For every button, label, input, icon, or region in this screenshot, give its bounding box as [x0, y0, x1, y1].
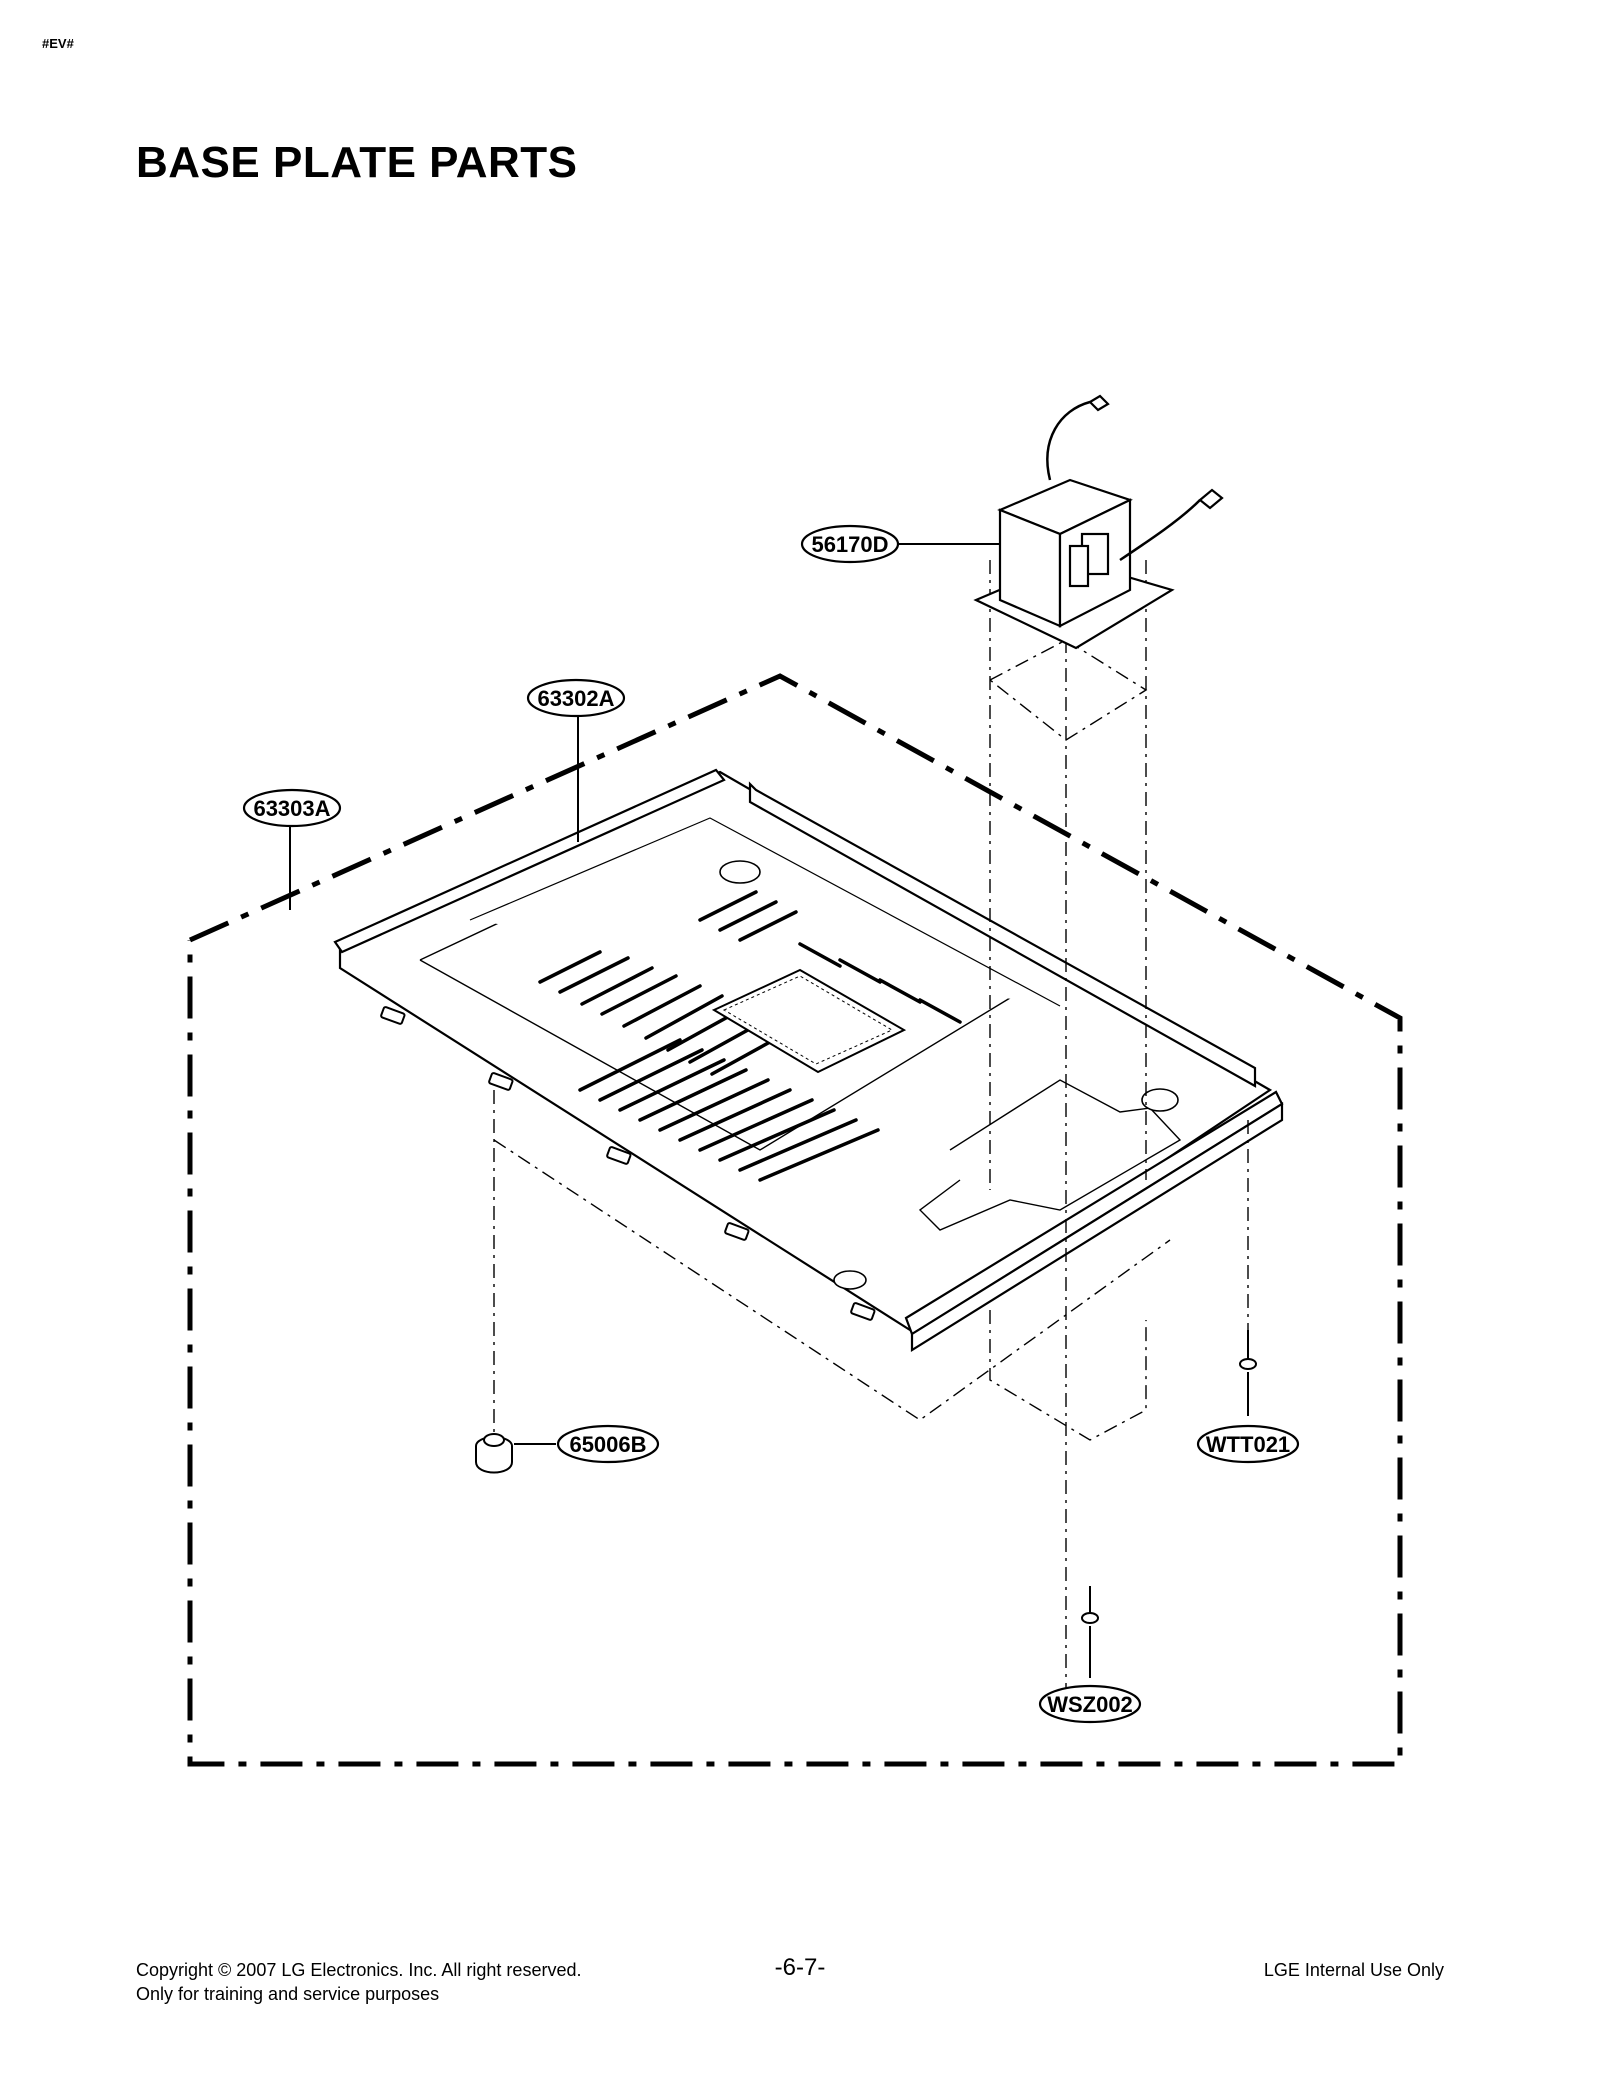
- copyright-text: Copyright © 2007 LG Electronics. Inc. Al…: [136, 1960, 582, 1980]
- callout-63303A-label: 63303A: [253, 796, 330, 821]
- vent-slots: [538, 890, 962, 1182]
- callout-65006B: 65006B: [556, 1424, 660, 1464]
- projection-lines: [493, 560, 1249, 1700]
- leg-part: [475, 1433, 513, 1474]
- callout-65006B-label: 65006B: [569, 1432, 646, 1457]
- page-title: BASE PLATE PARTS: [136, 138, 578, 187]
- callout-56170D: 56170D: [800, 524, 900, 564]
- callout-56170D-label: 56170D: [811, 532, 888, 557]
- callout-WSZ002: WSZ002: [1038, 1684, 1142, 1724]
- screw-side: [1239, 1330, 1257, 1370]
- plate-bosses: [719, 860, 1179, 1290]
- internal-use-text: LGE Internal Use Only: [1263, 1960, 1444, 1980]
- page-number: -6-7-: [774, 1954, 826, 1981]
- callout-63302A: 63302A: [526, 678, 626, 718]
- assembly-boundary: [187, 673, 1403, 1767]
- callout-WSZ002-label: WSZ002: [1047, 1692, 1133, 1717]
- footer-left: Copyright © 2007 LG Electronics. Inc. Al…: [136, 1958, 581, 2006]
- leader-lines: [289, 543, 1249, 1678]
- perforated-panel: [711, 968, 907, 1074]
- callout-63302A-label: 63302A: [537, 686, 614, 711]
- screw-bottom: [1081, 1586, 1099, 1624]
- callout-63303A: 63303A: [242, 788, 342, 828]
- code-tag: #EV#: [42, 36, 74, 51]
- transformer: [973, 394, 1224, 650]
- callout-WTT021-label: WTT021: [1206, 1432, 1290, 1457]
- callout-WTT021: WTT021: [1196, 1424, 1300, 1464]
- purpose-text: Only for training and service purposes: [136, 1984, 440, 2004]
- plate-feet: [380, 1006, 876, 1321]
